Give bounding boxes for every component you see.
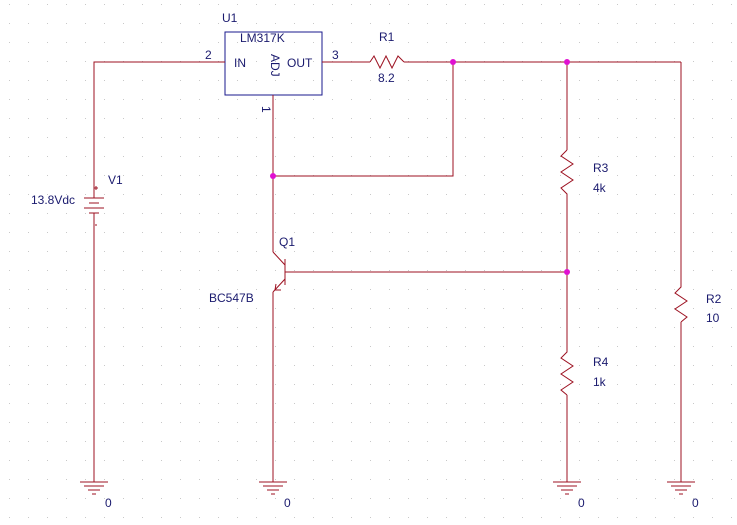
junction-dot xyxy=(564,269,570,275)
voltage-source-v1: V1 13.8Vdc xyxy=(31,173,123,226)
v1-value-label: 13.8Vdc xyxy=(31,193,75,207)
ground-symbol: 0 xyxy=(667,481,699,510)
junction-dot xyxy=(270,173,276,179)
u1-pin-1-number: 1 xyxy=(259,106,273,113)
u1-pin-out-label: OUT xyxy=(287,56,313,70)
ground-label: 0 xyxy=(578,496,585,510)
wires xyxy=(93,61,682,482)
u1-pin-in-label: IN xyxy=(234,56,246,70)
u1-ref-label: U1 xyxy=(222,11,238,25)
ground-symbol: 0 xyxy=(259,481,291,510)
ground-symbol: 0 xyxy=(553,481,585,510)
u1-pin-adj-label: ADJ xyxy=(268,54,282,77)
transistor-q1: Q1 BC547B xyxy=(209,235,297,305)
q1-part-label: BC547B xyxy=(209,291,254,305)
resistor-r3: R3 4k xyxy=(560,149,609,200)
ground-label: 0 xyxy=(692,496,699,510)
r1-value-label: 8.2 xyxy=(378,71,395,85)
grid-dots xyxy=(9,4,732,518)
junction-dot xyxy=(564,59,570,65)
resistor-r2: R2 10 xyxy=(674,280,722,325)
regulator-u1: U1 LM317K IN OUT ADJ 2 3 1 xyxy=(200,11,345,118)
r2-ref-label: R2 xyxy=(706,292,722,306)
r3-ref-label: R3 xyxy=(593,161,609,175)
resistor-r1: R1 8.2 xyxy=(369,30,405,85)
q1-ref-label: Q1 xyxy=(279,235,295,249)
r4-ref-label: R4 xyxy=(593,355,609,369)
r2-value-label: 10 xyxy=(706,311,720,325)
v1-ref-label: V1 xyxy=(108,173,123,187)
ground-label: 0 xyxy=(284,496,291,510)
r1-ref-label: R1 xyxy=(379,30,395,44)
ground-symbol: 0 xyxy=(80,481,112,510)
resistor-r4: R4 1k xyxy=(560,345,609,396)
u1-pin-3-number: 3 xyxy=(332,48,339,62)
u1-pin-2-number: 2 xyxy=(205,48,212,62)
r3-value-label: 4k xyxy=(593,181,607,195)
r4-value-label: 1k xyxy=(593,375,607,389)
ground-label: 0 xyxy=(105,496,112,510)
junction-dot xyxy=(450,59,456,65)
u1-part-label: LM317K xyxy=(240,31,285,45)
